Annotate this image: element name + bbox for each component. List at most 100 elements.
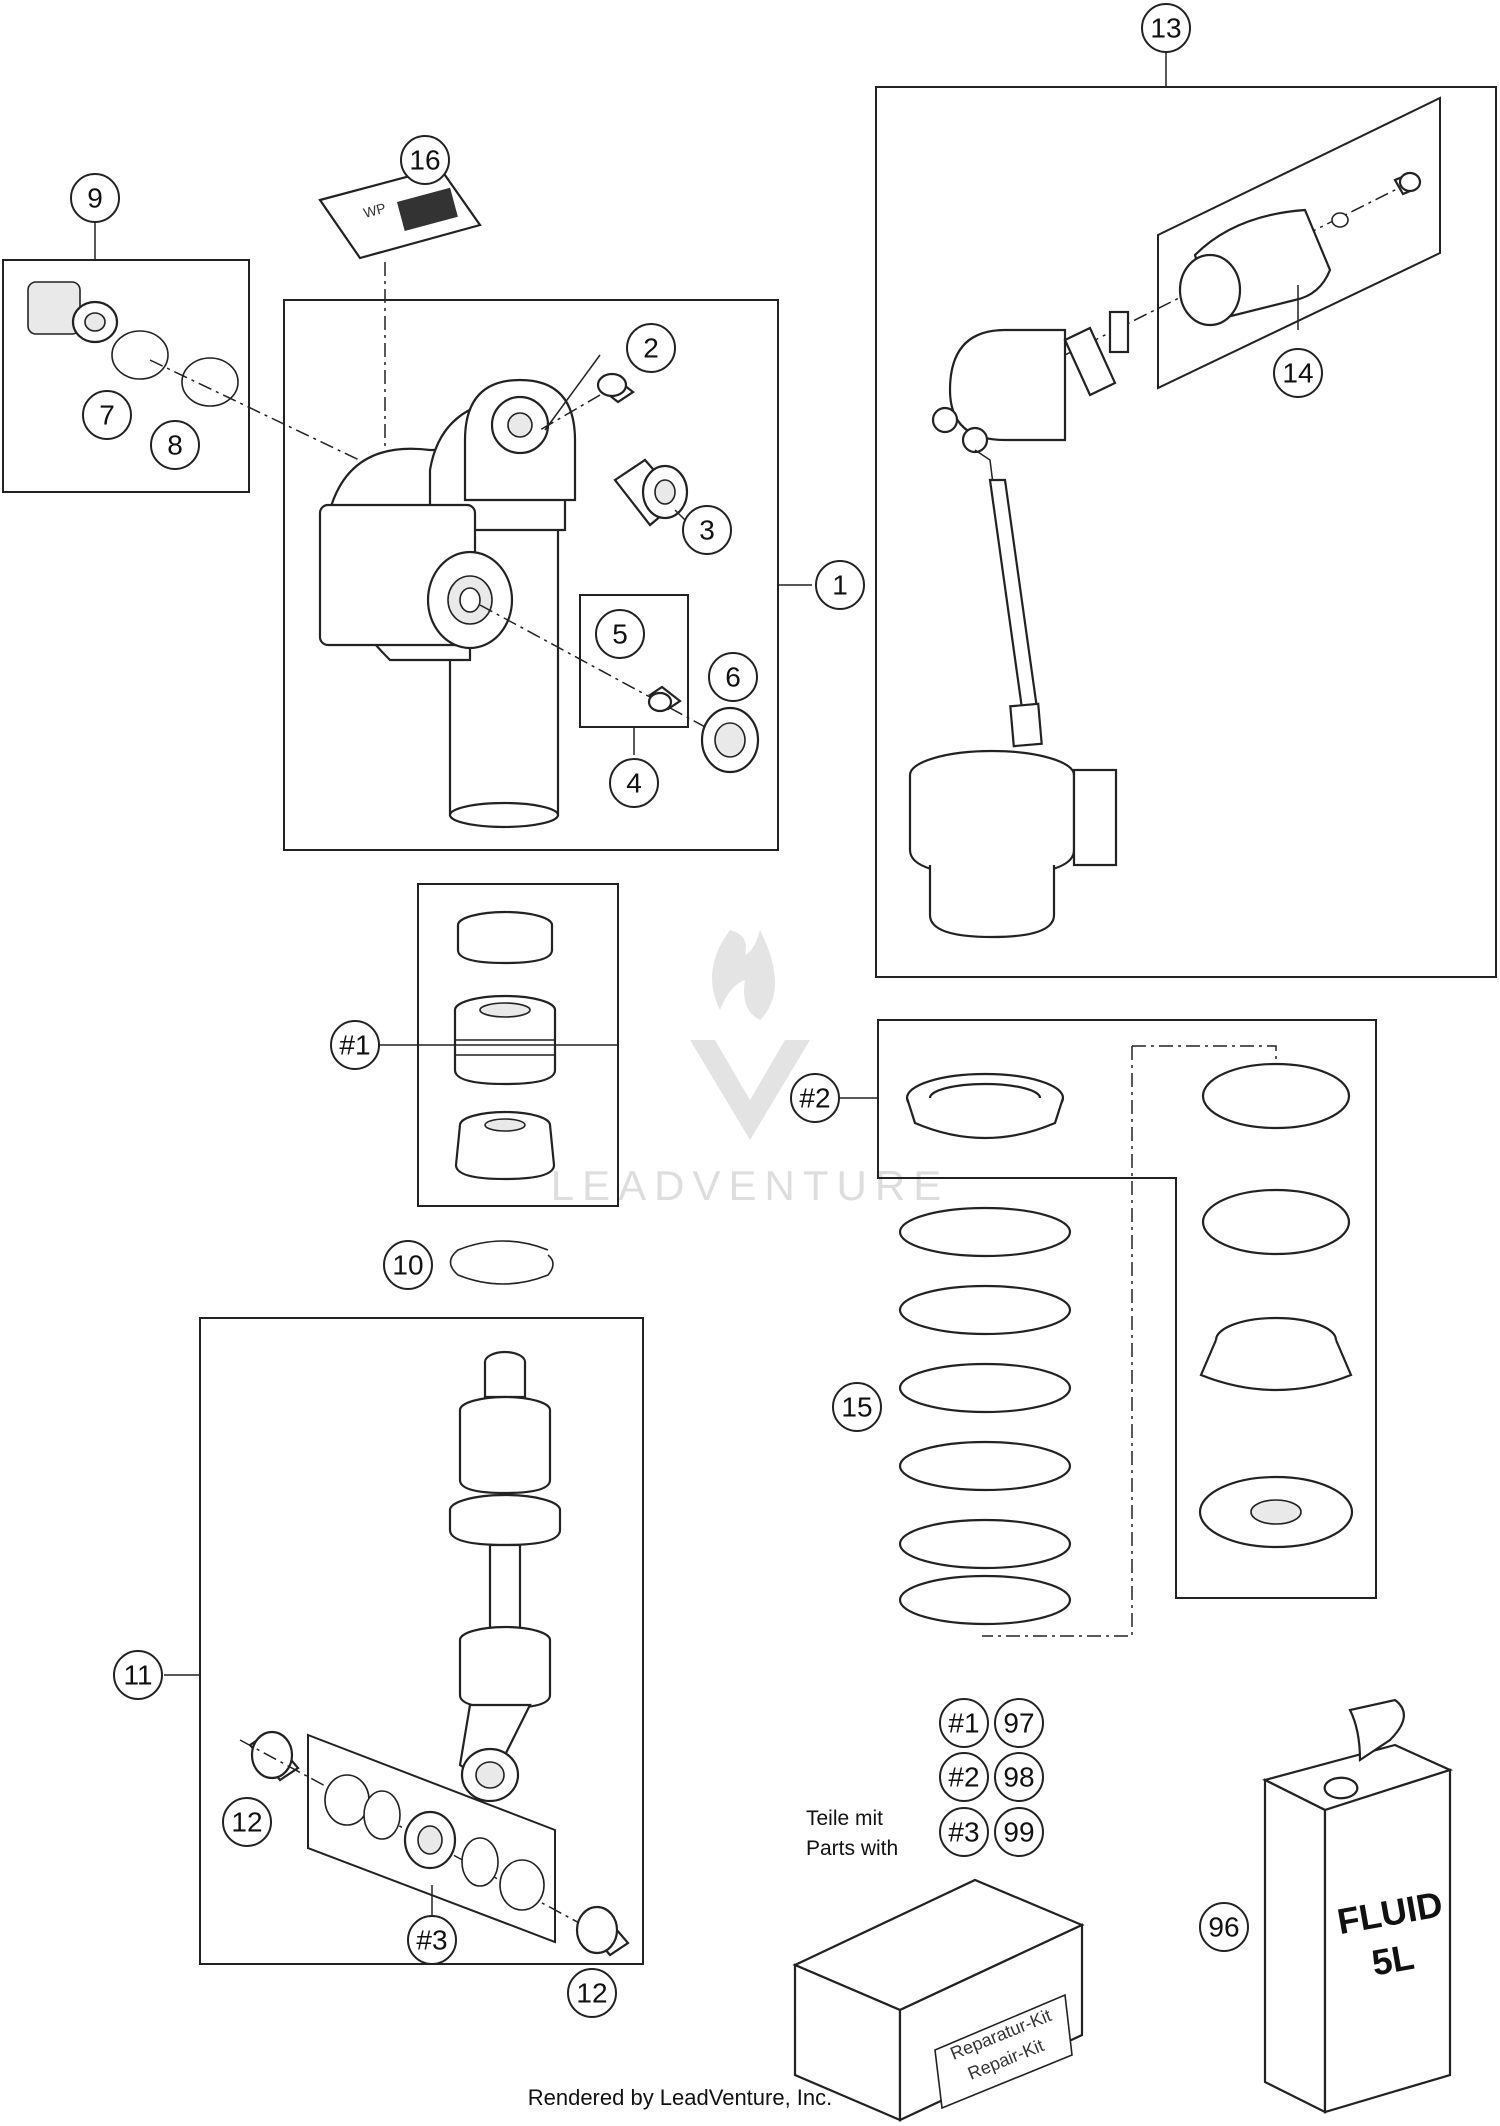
part-9-valve [27,281,119,344]
kit-1-piston [453,994,557,1086]
watermark: LEADVENTURE [551,930,949,1209]
legend-kit-2: #2 [939,1752,989,1802]
callout-9: 9 [70,173,120,223]
part-8-o-ring [181,357,239,407]
part-2-screw [596,372,635,404]
callout-10: 10 [383,1240,433,1290]
svg-text:6: 6 [725,662,741,693]
svg-text:#2: #2 [799,1083,830,1114]
svg-text:16: 16 [409,145,440,176]
svg-text:2: 2 [643,333,659,364]
fluid-can: FLUID 5L [1261,1698,1454,2114]
box-part-14 [1157,96,1441,390]
svg-text:3: 3 [699,515,715,546]
callout-7: 7 [82,390,132,440]
svg-text:10: 10 [392,1250,423,1281]
svg-text:97: 97 [1003,1708,1034,1739]
callout-16: 16 [400,135,450,185]
part-15-shim-ring-1 [1201,1062,1351,1130]
fluid-can-label-2: 5L [1369,1936,1417,1984]
box-part-1 [283,299,779,851]
svg-text:#3: #3 [948,1817,979,1848]
svg-text:WP: WP [362,200,388,221]
svg-text:13: 13 [1150,13,1181,44]
callout-1: 1 [815,560,865,610]
repair-kit-box: Reparatur-Kit Repair-Kit [792,1878,1085,2122]
callout-2: 2 [626,323,676,373]
callout-8: 8 [150,420,200,470]
svg-text:5: 5 [612,619,628,650]
svg-text:12: 12 [231,1807,262,1838]
kit-2-spring-seat [905,1072,1065,1140]
legend-kit-3: #3 [939,1807,989,1857]
part-7-o-ring [111,330,169,380]
callout-5: 5 [595,609,645,659]
part-14-adjuster-knob [1178,171,1422,327]
part-15-split-washer [1198,1475,1354,1549]
box-kit-2 [877,1019,1377,1599]
callout-96: 96 [1199,1902,1249,1952]
part-15-spring [898,1206,1072,1626]
kit-3-ring-1 [324,1774,370,1826]
legend-kit-1: #1 [939,1698,989,1748]
kit-3-circlip-1 [363,1790,401,1840]
kit-3-ring-2 [499,1859,545,1911]
legend-label-de: Teile mit [806,1807,883,1830]
kit-3-circlip-2 [461,1837,499,1887]
part-10-circlip [449,1240,554,1285]
part-12-bushing-lower [575,1905,630,1957]
callout-12-lower: 12 [567,1968,617,2018]
footer-credit: Rendered by LeadVenture, Inc. [528,2085,833,2110]
svg-text:8: 8 [167,430,183,461]
svg-text:4: 4 [626,768,642,799]
callout-15: 15 [832,1382,882,1432]
part-1-shock-body [318,378,577,829]
callout-4: 4 [609,758,659,808]
callout-kit-2: #2 [790,1073,840,1123]
svg-text:11: 11 [123,1660,152,1691]
callout-14: 14 [1273,348,1323,398]
callout-13: 13 [1141,3,1191,53]
svg-text:12: 12 [576,1978,607,2009]
box-part-13 [875,86,1497,978]
callout-11: 11 [113,1650,163,1700]
svg-text:14: 14 [1282,358,1313,389]
part-13-reservoir [908,310,1130,939]
legend-97: 97 [994,1698,1044,1748]
callout-kit-3: #3 [407,1915,457,1965]
part-11-piston-rod [448,1350,562,1803]
part-12-bushing-upper [248,1730,300,1782]
box-part-9 [2,259,250,493]
svg-text:15: 15 [841,1392,872,1423]
legend-99: 99 [994,1807,1044,1857]
svg-text:#2: #2 [948,1762,979,1793]
callout-12-upper: 12 [222,1797,272,1847]
callout-3: 3 [682,505,732,555]
legend-label-en: Parts with [806,1837,898,1860]
box-kit-3 [307,1733,556,1944]
part-4-valve-insert [647,685,682,713]
svg-text:1: 1 [832,570,848,601]
svg-text:9: 9 [87,183,103,214]
svg-text:7: 7 [99,400,115,431]
svg-text:#3: #3 [416,1925,447,1956]
kit-1-upper-ring [456,910,554,965]
callout-kit-1: #1 [330,1020,380,1070]
callout-6: 6 [708,652,758,702]
part-16-sticker: WP [318,166,482,260]
svg-text:96: 96 [1208,1912,1239,1943]
svg-text:#1: #1 [948,1708,979,1739]
kit-3-seal [403,1810,457,1870]
svg-text:99: 99 [1003,1817,1034,1848]
part-15-shim-ring-2 [1201,1188,1351,1256]
watermark-text: LEADVENTURE [551,1162,949,1209]
svg-text:98: 98 [1003,1762,1034,1793]
legend-98: 98 [994,1752,1044,1802]
part-15-collar [1199,1316,1353,1392]
box-part-11 [199,1317,644,1965]
part-3-bushing [613,458,689,527]
part-6-cap [700,706,760,774]
svg-text:#1: #1 [339,1030,370,1061]
kit-1-bump-stop [454,1110,556,1181]
